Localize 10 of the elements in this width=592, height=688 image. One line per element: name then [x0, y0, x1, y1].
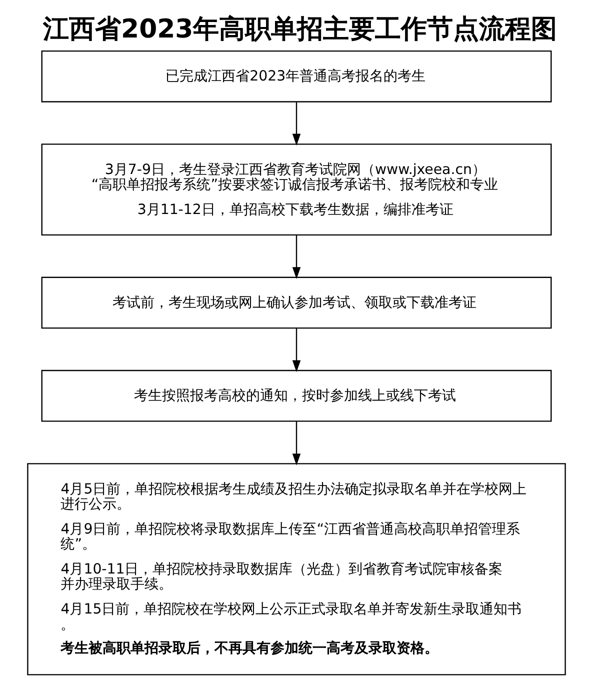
arrow [292, 102, 300, 146]
node-box: 已完成江西省2023年普通高考报名的考生 [40, 50, 552, 102]
node-box: 考试前，考生现场或网上确认参加考试、领取或下载准考证 [40, 276, 552, 329]
arrow [292, 235, 300, 279]
diagram-title: 江西省2023年高职单招主要工作节点流程图 [42, 14, 557, 45]
arrow [292, 422, 300, 466]
arrow [292, 328, 300, 372]
node-box: 4月5日前，单招院校根据考生成绩及招生办法确定拟录取名单并在学校网上进行公示。 4月9日前，单招院校将录取数据库上传至“江西省普通高校高职单招管理系统”。 4月10-11日，单招院校持录取数据库（光盘）到省教育考试院审核备案并办理录取手续。 4月15日前，单招院校在学校网上公示正式录取名单并寄发新生录取通知书。 考生被高职单招录取后，不再具有参加统一高考及录取资格。 [26, 463, 566, 676]
node-box: 考生按照报考高校的通知，按时参加线上或线下考试 [40, 370, 552, 422]
node-box: 3月7-9日，考生登录江西省教育考试院网（www.jxeea.cn）“高职单招报考系统”按要求签订诚信报考承诺书、报考院校和专业 3月11-12日，单招高校下载考生数据，编排准考证 [40, 144, 552, 236]
